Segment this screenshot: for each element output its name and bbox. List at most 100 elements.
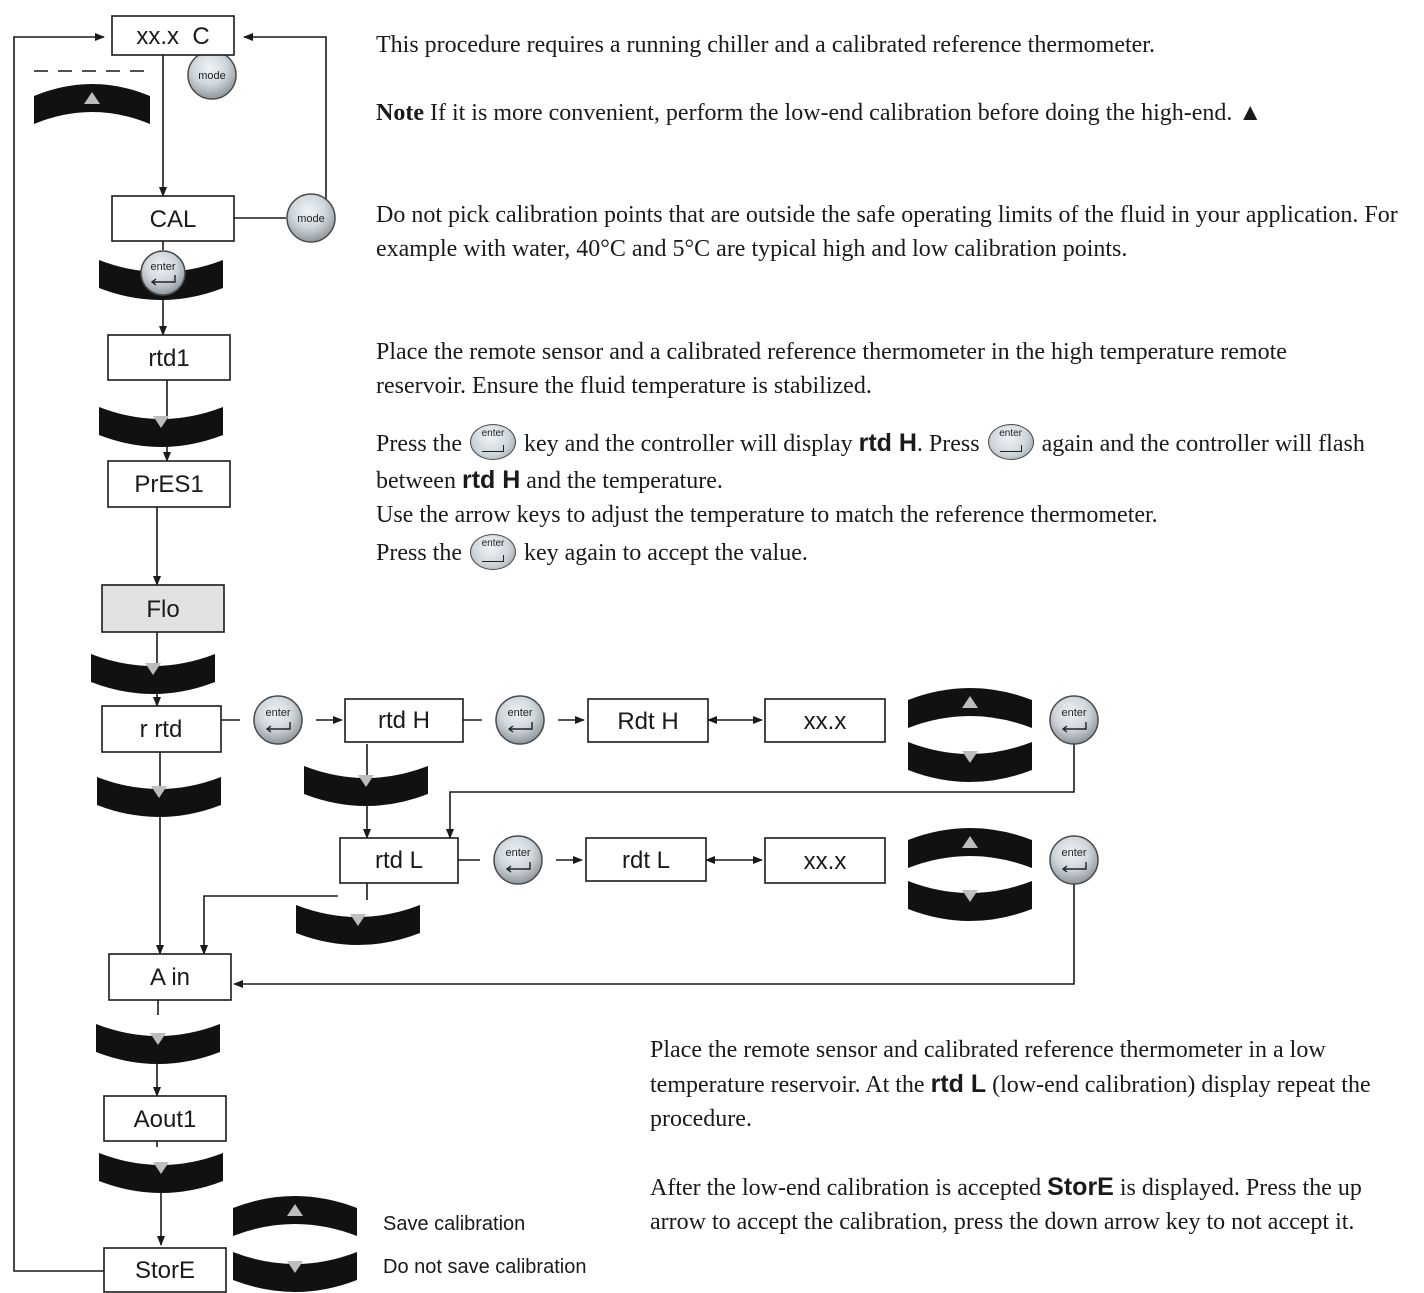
intro-text: This procedure requires a running chille… (376, 32, 1155, 58)
rtd1-label: rtd1 (148, 345, 189, 372)
enter-arrow-icon (150, 275, 176, 286)
enter-key[interactable]: enter (493, 835, 543, 885)
mode-key[interactable]: mode (286, 193, 336, 243)
value-h-box (764, 698, 886, 743)
note-label: Note (376, 100, 424, 126)
r-rtd-box (101, 705, 222, 753)
enter-key[interactable]: enter (253, 695, 303, 745)
accept-text-a: Press the (376, 540, 468, 567)
place-low-text-b: (low-end calibration) display repeat the… (650, 1072, 1371, 1132)
a-in-label: A in (150, 964, 190, 991)
value-l-box (764, 837, 886, 884)
down-arrow-key[interactable] (296, 905, 420, 945)
rdt-l-label: rdt L (622, 847, 670, 874)
down-arrow-key[interactable] (99, 1153, 223, 1193)
down-arrow-key[interactable] (908, 742, 1032, 782)
flo-box (101, 584, 225, 633)
enter-key[interactable]: enter (1049, 835, 1099, 885)
a-in-box (108, 953, 232, 1001)
place-high-paragraph: Place the remote sensor and a calibrated… (376, 335, 1376, 403)
down-arrow-key[interactable] (91, 654, 215, 694)
rtd1-box (107, 334, 231, 381)
enter-key[interactable]: enter (1049, 695, 1099, 745)
press-text-e: and the temperature. (520, 468, 723, 495)
down-arrow-key[interactable] (97, 777, 221, 817)
arrow-keys-text: Use the arrow keys to adjust the tempera… (376, 502, 1158, 529)
up-arrow-key[interactable] (908, 828, 1032, 868)
aout1-box (103, 1095, 227, 1142)
rdt-h-label: Rdt H (617, 708, 678, 735)
enter-key-inline: enter (470, 424, 516, 461)
down-arrow-key[interactable] (96, 1024, 220, 1064)
enter-key-inline: enter (987, 424, 1034, 461)
rtd-h-keyword: rtd H (461, 466, 521, 495)
flo-label: Flo (146, 596, 179, 623)
enter-arrow-icon (265, 722, 291, 733)
save-calibration-label: Save calibration (383, 1213, 525, 1235)
store-keyword: StorE (1047, 1173, 1114, 1201)
cal-box (111, 195, 235, 242)
limits-text: Do not pick calibration points that are … (376, 202, 1398, 262)
rdt-h-box (587, 698, 709, 743)
aout1-label: Aout1 (134, 1106, 197, 1133)
enter-arrow-icon (1061, 722, 1087, 733)
down-arrow-key[interactable] (99, 407, 223, 447)
press-text-c: . Press (916, 431, 986, 457)
accept-text-b: key again to accept the value. (518, 540, 808, 567)
enter-arrow-icon (505, 862, 531, 873)
rtd-h-box (344, 698, 464, 743)
press-text-b: key and the controller will display (518, 431, 859, 457)
place-high-text: Place the remote sensor and a calibrated… (376, 339, 1287, 399)
r-rtd-label: r rtd (140, 716, 183, 743)
place-low-paragraph: Place the remote sensor and calibrated r… (650, 1033, 1420, 1136)
enter-key-label: enter (265, 707, 290, 719)
enter-key-label: enter (505, 847, 530, 859)
up-arrow-key[interactable] (34, 84, 150, 124)
pres1-box (107, 460, 231, 508)
place-low-text-a: Place the remote sensor and calibrated r… (650, 1037, 1326, 1098)
rdt-l-box (585, 837, 707, 882)
enter-key-label: enter (150, 261, 175, 273)
pres1-label: PrES1 (134, 471, 203, 498)
do-not-save-calibration-label: Do not save calibration (383, 1256, 586, 1278)
enter-key[interactable]: enter (140, 250, 186, 296)
connector-lines (13, 33, 1075, 1272)
enter-key-label: enter (507, 707, 532, 719)
mode-key[interactable]: mode (187, 50, 237, 100)
enter-arrow-icon (1061, 862, 1087, 873)
press-text-a: Press the (376, 431, 468, 457)
store-label: StorE (135, 1257, 195, 1284)
intro-paragraph: This procedure requires a running chille… (376, 28, 1416, 62)
after-text-a: After the low-end calibration is accepte… (650, 1175, 1048, 1201)
note-body: If it is more convenient, perform the lo… (423, 100, 1263, 126)
press-enter-paragraph: Press the enter key and the controller w… (376, 424, 1416, 573)
rtd-l-box (339, 837, 459, 884)
down-arrow-key[interactable] (233, 1252, 357, 1292)
down-arrow-key[interactable] (304, 766, 428, 806)
store-box (103, 1247, 227, 1293)
up-arrow-key[interactable] (233, 1196, 357, 1236)
limits-paragraph: Do not pick calibration points that are … (376, 198, 1416, 266)
value-h-label: xx.x (804, 708, 847, 735)
down-arrow-key[interactable] (908, 881, 1032, 921)
rtd-h-label: rtd H (378, 707, 430, 734)
cal-label: CAL (150, 206, 197, 233)
after-text-b: is displayed. Press the up arrow to acce… (650, 1175, 1362, 1235)
up-arrow-key[interactable] (908, 688, 1032, 728)
press-text-d: again and the controller will flash betw… (376, 431, 1365, 495)
mode-key-label: mode (297, 213, 325, 225)
display-temp-label: xx.x C (136, 23, 209, 50)
mode-key-label: mode (198, 70, 226, 82)
enter-key[interactable]: enter (495, 695, 545, 745)
note-paragraph: Note If it is more convenient, perform t… (376, 96, 1416, 130)
enter-key-inline: enter (470, 533, 516, 570)
enter-arrow-icon (507, 722, 533, 733)
enter-key-inline-label: enter (999, 428, 1022, 440)
rtd-h-keyword: rtd H (858, 429, 917, 457)
enter-key-label: enter (1061, 707, 1086, 719)
rtd-l-keyword: rtd L (930, 1070, 987, 1098)
display-temp-box (111, 15, 235, 56)
rtd-l-label: rtd L (375, 847, 423, 874)
store-paragraph: After the low-end calibration is accepte… (650, 1170, 1420, 1239)
